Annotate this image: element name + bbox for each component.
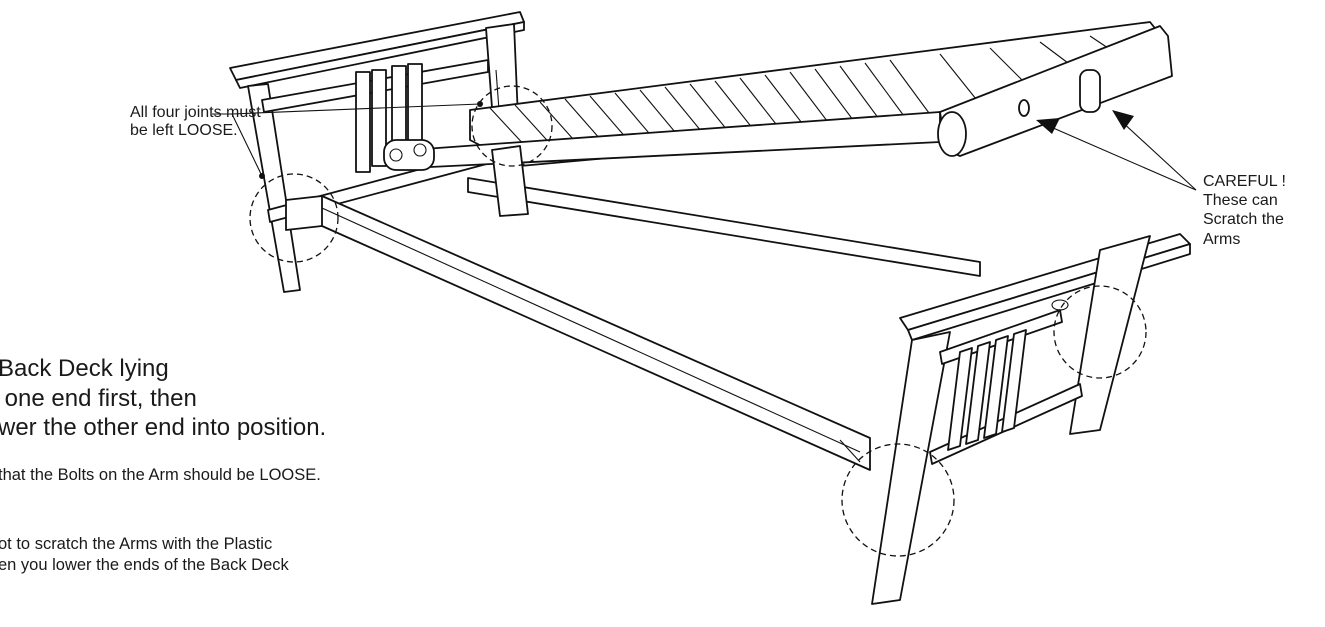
leader-careful-2 bbox=[1119, 119, 1197, 191]
plastic-glide bbox=[1079, 69, 1101, 113]
center-leg bbox=[491, 145, 529, 217]
joint-circle-right-back bbox=[1053, 285, 1147, 379]
arrowhead-1 bbox=[1036, 118, 1060, 134]
callout-careful: CAREFUL ! These can Scratch the Arms bbox=[1203, 173, 1286, 248]
leader-joints-2 bbox=[231, 103, 481, 115]
callout-joints: All four joints must be left LOOSE. bbox=[130, 104, 261, 140]
joint-circle-left-back bbox=[471, 85, 553, 167]
back-deck bbox=[383, 21, 1173, 171]
note-bolts: that the Bolts on the Arm should be LOOS… bbox=[0, 466, 321, 484]
joint-circle-left-front bbox=[249, 173, 339, 263]
leader-careful-1 bbox=[1043, 123, 1197, 191]
right-arm bbox=[871, 233, 1191, 605]
note-scratch: ot to scratch the Arms with the Plastic … bbox=[0, 535, 289, 575]
instruction-main: Back Deck lying one end first, then wer … bbox=[0, 355, 327, 442]
joint-circle-right-front bbox=[841, 443, 955, 557]
back-rail bbox=[467, 177, 981, 277]
plastic-pin-small bbox=[1018, 99, 1030, 117]
arrowhead-2 bbox=[1112, 110, 1134, 130]
front-rail bbox=[285, 195, 871, 471]
